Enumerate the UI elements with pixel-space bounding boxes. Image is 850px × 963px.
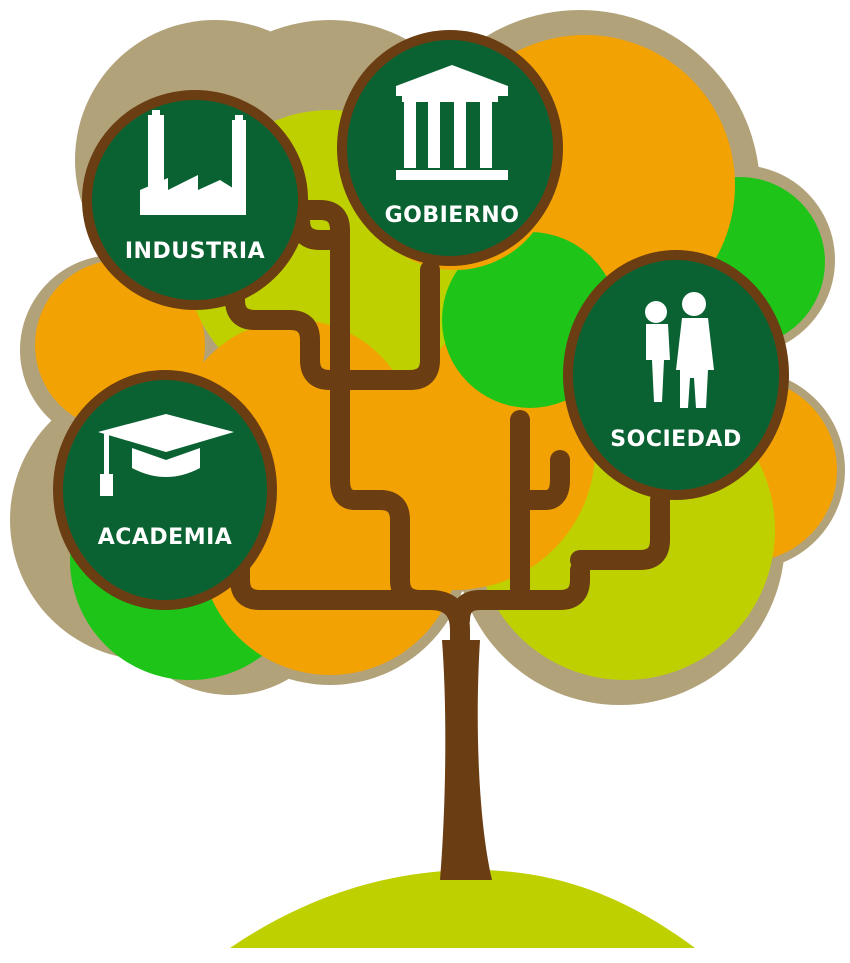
node-industria: INDUSTRIA: [82, 90, 308, 310]
people-icon: [645, 292, 714, 408]
node-sociedad: SOCIEDAD: [563, 250, 789, 500]
tree-branches: [225, 200, 670, 660]
node-label-sociedad: SOCIEDAD: [610, 427, 741, 452]
node-label-industria: INDUSTRIA: [125, 239, 265, 264]
ground-hill: [230, 869, 695, 948]
factory-icon: [140, 110, 246, 215]
node-academia: ACADEMIA: [53, 370, 277, 610]
government-building-icon: [396, 65, 508, 180]
node-label-academia: ACADEMIA: [98, 525, 233, 550]
graduation-cap-icon: [98, 414, 234, 496]
node-label-gobierno: GOBIERNO: [385, 203, 520, 228]
node-gobierno: GOBIERNO: [337, 30, 563, 266]
tree-trunk: [440, 640, 492, 880]
